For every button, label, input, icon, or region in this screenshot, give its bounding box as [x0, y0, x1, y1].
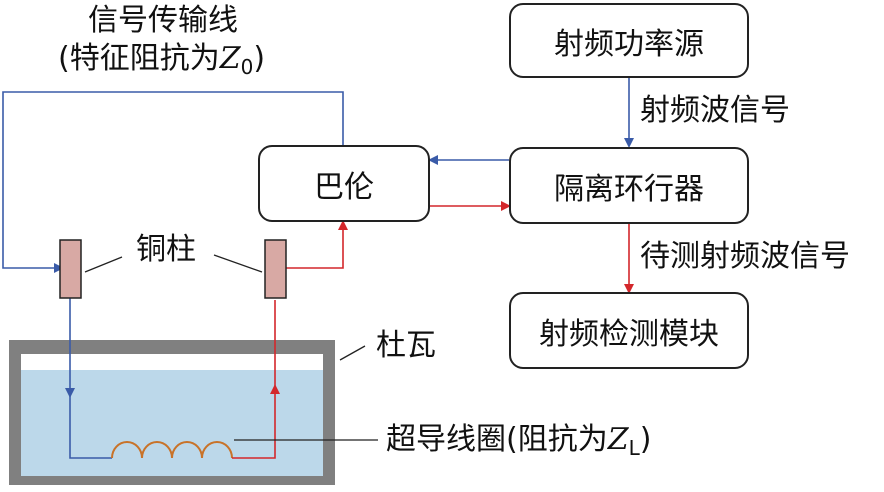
- blue-line-top-loop: [2, 91, 344, 273]
- rf-detector-label: 射频检测模块: [539, 316, 719, 352]
- coil-subscript: L: [628, 436, 640, 460]
- rf-power-source-box: 射频功率源: [509, 3, 749, 78]
- coil-label: 超导线圈(阻抗为ZL): [386, 422, 652, 460]
- coil-prefix: 超导线圈(阻抗为: [386, 422, 608, 457]
- leader-dewar: [339, 345, 366, 361]
- blue-line-to-coil: [69, 396, 112, 459]
- red-line-post-to-balun: [284, 220, 348, 269]
- impedance-suffix: ): [253, 41, 266, 76]
- transmission-line-impedance: (特征阻抗为Z0): [58, 41, 266, 79]
- dewar-label: 杜瓦: [376, 328, 436, 363]
- balun-box: 巴伦: [258, 145, 430, 222]
- leader-copper-right: [213, 254, 263, 273]
- copper-post-right: [264, 239, 287, 299]
- rf-detector-box: 射频检测模块: [509, 292, 749, 369]
- superconducting-coil: [111, 441, 233, 459]
- impedance-prefix: (特征阻抗为: [58, 41, 220, 76]
- copper-post-left: [59, 239, 82, 299]
- rf-power-source-label: 射频功率源: [554, 26, 704, 62]
- circulator-box: 隔离环行器: [509, 147, 749, 224]
- impedance-subscript: 0: [240, 55, 254, 79]
- red-line-from-coil: [232, 384, 280, 459]
- coil-suffix: ): [639, 422, 652, 457]
- liquid-helium: [21, 370, 323, 476]
- measured-wave-label: 待测射频波信号: [640, 239, 850, 274]
- balun-label: 巴伦: [314, 169, 374, 205]
- leader-copper-left: [84, 256, 123, 273]
- impedance-symbol: Z: [219, 41, 241, 76]
- copper-posts-label: 铜柱: [136, 232, 196, 267]
- transmission-line-title: 信号传输线: [88, 3, 238, 38]
- coil-symbol: Z: [607, 422, 629, 457]
- rf-wave-label: 射频波信号: [640, 93, 790, 128]
- circulator-label: 隔离环行器: [554, 171, 704, 207]
